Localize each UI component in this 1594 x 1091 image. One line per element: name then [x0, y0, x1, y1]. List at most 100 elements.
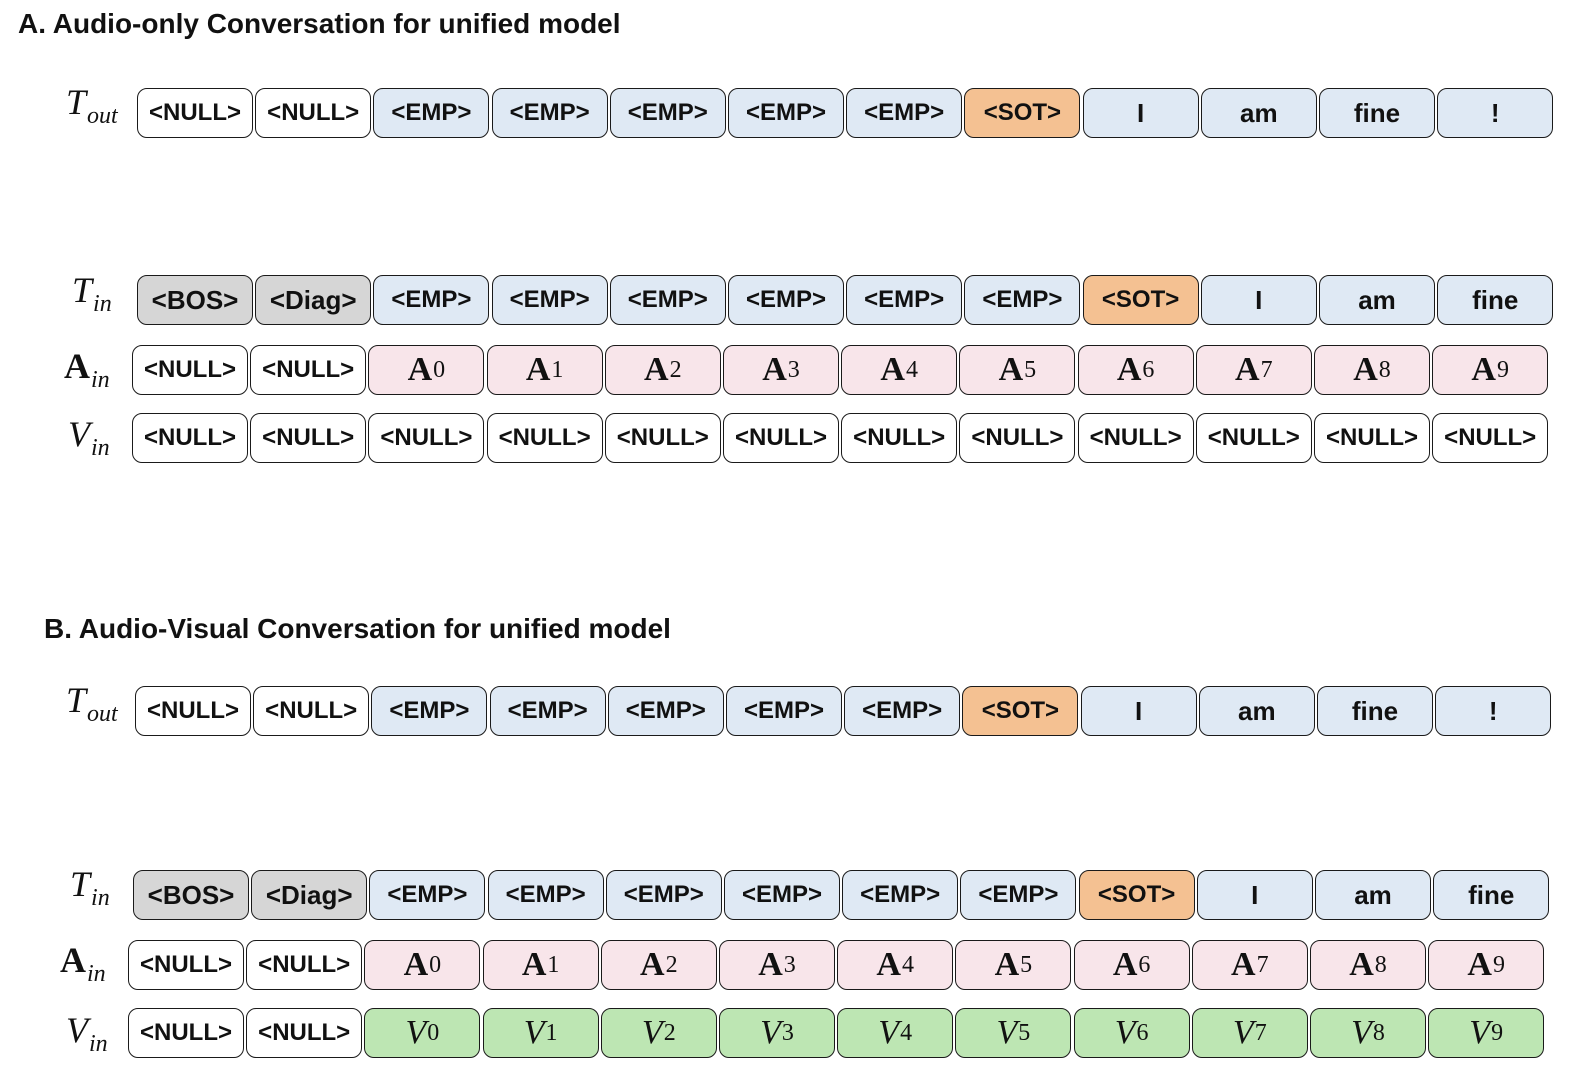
token-subscript: 1: [551, 356, 564, 383]
row-label-a-in: Ain: [60, 942, 106, 986]
token-bos: <BOS>: [137, 275, 253, 325]
token-emp: <EMP>: [373, 275, 490, 325]
token-sot: <SOT>: [1082, 275, 1199, 325]
token-text: A: [1471, 351, 1496, 388]
token-text: A: [1231, 946, 1256, 983]
token-null: <NULL>: [486, 413, 603, 463]
token-null: <NULL>: [246, 940, 363, 990]
token-text: <EMP>: [391, 286, 472, 313]
token-emp: <EMP>: [491, 88, 608, 138]
token-text: <EMP>: [507, 697, 588, 724]
token-bos: <BOS>: [133, 870, 249, 920]
token-word: fine: [1317, 686, 1433, 736]
token-text: A: [521, 946, 547, 983]
token-text: A: [1112, 946, 1138, 983]
token-emp: <EMP>: [607, 686, 724, 736]
token-text: <NULL>: [265, 697, 358, 724]
token-word: am: [1198, 686, 1315, 736]
token-text: <NULL>: [616, 424, 709, 451]
token-null: <NULL>: [1195, 413, 1312, 463]
token-text: am: [1240, 97, 1278, 128]
token-text: <NULL>: [143, 356, 236, 383]
token-text: <EMP>: [864, 99, 945, 126]
token-sot: <SOT>: [1078, 870, 1195, 920]
token-subscript: 5: [1024, 356, 1037, 383]
token-text: <NULL>: [143, 424, 236, 451]
token-word: fine: [1433, 870, 1550, 920]
token-text: A: [876, 946, 901, 983]
row-label-subscript: in: [91, 367, 110, 393]
token-subscript: 5: [1020, 951, 1033, 978]
token-text: <NULL>: [139, 1019, 232, 1046]
token-text: <NULL>: [1207, 424, 1300, 451]
row-label-v-in: Vin: [68, 416, 110, 460]
token-emp: <EMP>: [369, 870, 486, 920]
token-text: <NULL>: [258, 1019, 351, 1046]
token-subscript: 9: [1492, 951, 1505, 978]
token-text: <EMP>: [389, 697, 470, 724]
token-null: <NULL>: [132, 413, 248, 463]
token-text: am: [1354, 879, 1392, 910]
token-emp: <EMP>: [371, 686, 488, 736]
token-null: <NULL>: [959, 413, 1076, 463]
token-null: <NULL>: [604, 413, 721, 463]
token-sot: <SOT>: [964, 88, 1081, 138]
token-word: I: [1196, 870, 1313, 920]
token-subscript: 8: [1372, 1019, 1385, 1046]
token-null: <NULL>: [1432, 413, 1549, 463]
token-emp: <EMP>: [846, 275, 963, 325]
token-word: am: [1319, 275, 1435, 325]
token-null: <NULL>: [135, 686, 251, 736]
token-text: <NULL>: [380, 424, 473, 451]
token-null: <NULL>: [1314, 413, 1430, 463]
token-word: !: [1437, 88, 1554, 138]
token-subscript: 0: [427, 1019, 440, 1046]
token-text: <EMP>: [627, 99, 708, 126]
token-word: I: [1200, 275, 1317, 325]
token-subscript: 6: [1136, 1019, 1149, 1046]
token-text: <Diag>: [265, 879, 353, 910]
token-text: <NULL>: [258, 951, 351, 978]
token-subscript: 4: [905, 356, 918, 383]
token-text: <EMP>: [978, 881, 1059, 908]
token-text: fine: [1353, 97, 1401, 128]
token-word: fine: [1437, 275, 1554, 325]
token-text: A: [525, 351, 551, 388]
row-label-t-in: Tin: [70, 866, 110, 910]
token-sot: <SOT>: [962, 686, 1079, 736]
token-text: A: [640, 946, 665, 983]
token-subscript: 0: [429, 951, 442, 978]
token-text: <EMP>: [982, 286, 1063, 313]
token-text: <EMP>: [745, 286, 827, 313]
token-text: <EMP>: [509, 99, 590, 126]
token-text: <NULL>: [1325, 424, 1418, 451]
token-emp: <EMP>: [728, 88, 844, 138]
token-text: A: [403, 946, 429, 983]
token-null: <NULL>: [137, 88, 253, 138]
token-subscript: 2: [663, 1019, 676, 1046]
token-text: <NULL>: [971, 424, 1064, 451]
token-subscript: 1: [545, 1019, 558, 1046]
token-text: A: [762, 351, 787, 388]
token-text: <SOT>: [1097, 881, 1176, 908]
token-subscript: 3: [781, 1019, 794, 1046]
token-null: <NULL>: [128, 1008, 244, 1058]
token-text: <SOT>: [981, 697, 1060, 724]
row-label-a-in: Ain: [64, 348, 110, 392]
token-text: A: [998, 351, 1024, 388]
token-text: A: [994, 946, 1020, 983]
token-text: <NULL>: [267, 99, 360, 126]
token-text: <Diag>: [269, 284, 357, 315]
token-emp: <EMP>: [609, 88, 726, 138]
